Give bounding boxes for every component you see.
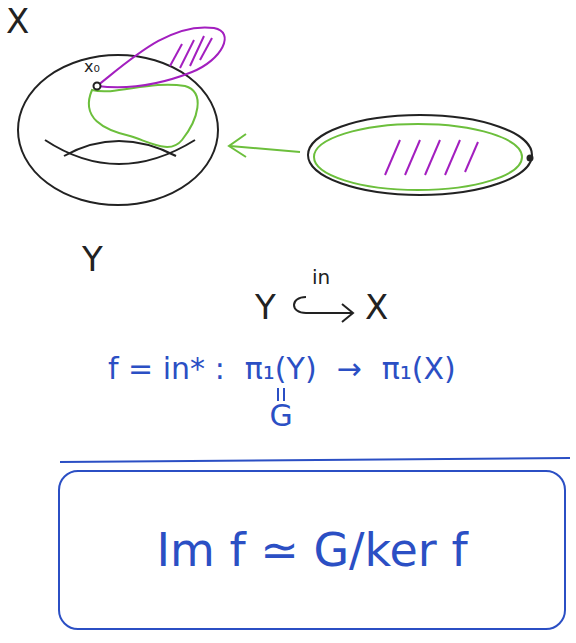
green-loop (314, 124, 522, 190)
torus-hole (45, 140, 195, 164)
math-label: Y (82, 240, 103, 279)
formula-text: Im f ≃ G/ker f (156, 524, 467, 577)
math-label: X (6, 2, 29, 41)
math-label: x₀ (84, 58, 100, 76)
torus-outline (18, 55, 218, 205)
torus-hole (64, 141, 176, 156)
purple-hatch (170, 36, 212, 68)
map-arrow-head (229, 134, 246, 157)
base-point (94, 83, 101, 90)
map-arrow (230, 146, 300, 152)
math-label: f = in* : (108, 352, 225, 387)
math-label: → (337, 352, 362, 387)
boxed-formula: Im f ≃ G/ker f (58, 470, 566, 630)
math-label: π₁(Y) (245, 352, 317, 387)
base-point (527, 155, 534, 162)
math-label: G (270, 399, 293, 434)
math-label: Y (255, 288, 276, 327)
rule-line (60, 458, 570, 462)
math-label: in (312, 266, 330, 289)
purple-loop (97, 27, 225, 87)
green-loop (89, 85, 198, 147)
math-label: X (365, 288, 388, 327)
disk-outline (308, 115, 532, 195)
inclusion-arrow-head (342, 304, 353, 322)
purple-hatch (385, 140, 478, 175)
math-label: π₁(X) (382, 352, 456, 387)
